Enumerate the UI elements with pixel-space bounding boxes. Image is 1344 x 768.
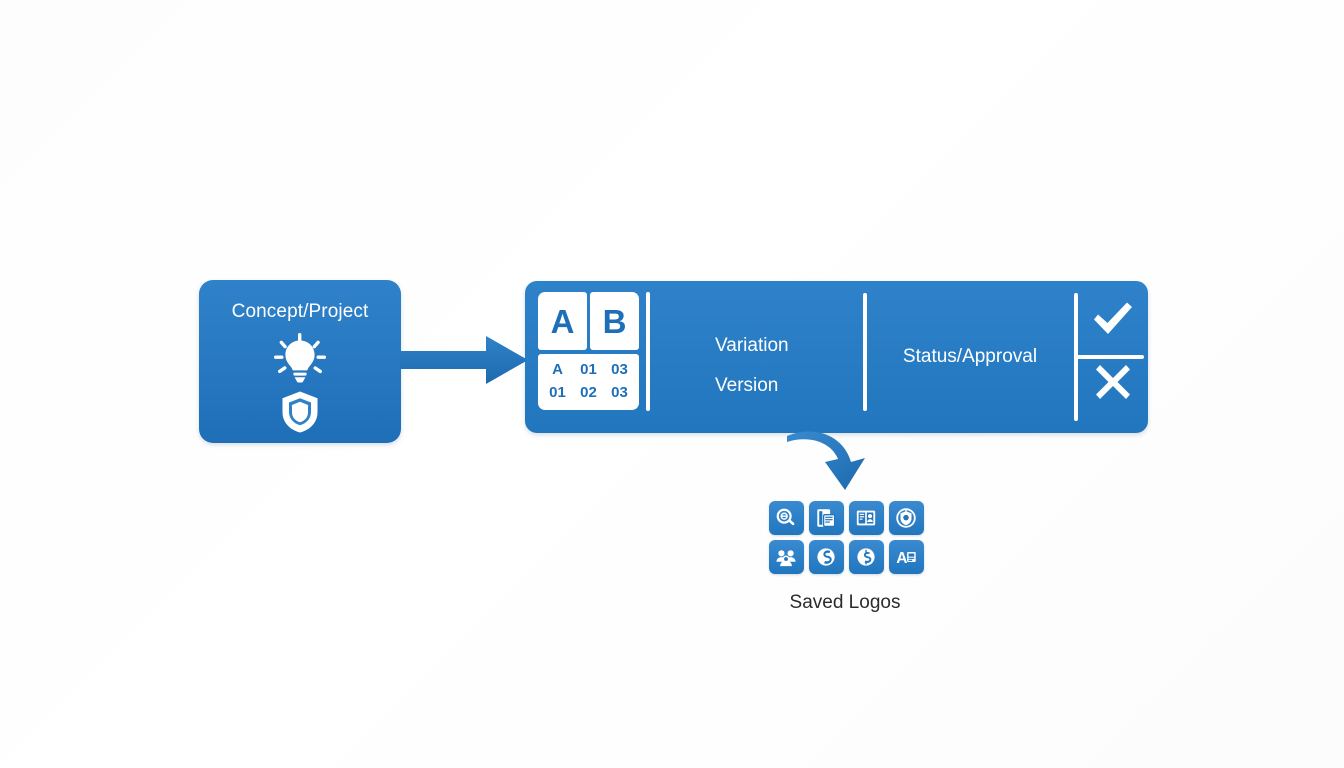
saved-logos-grid: A xyxy=(766,498,926,576)
globe-swirl-icon[interactable] xyxy=(808,539,844,574)
shield-icon xyxy=(280,390,320,439)
variation-label: Variation xyxy=(715,335,789,356)
ab-variation-cells: A B xyxy=(538,292,639,350)
grid-cell: 03 xyxy=(611,384,628,401)
version-label: Version xyxy=(715,375,779,396)
grid-cell: 01 xyxy=(580,361,597,378)
divider-after-grid xyxy=(646,292,650,411)
variation-cell-b[interactable]: B xyxy=(590,292,639,350)
table-row: 01 02 03 xyxy=(538,381,639,404)
letter-a-card-icon[interactable]: A xyxy=(888,539,924,574)
variation-cell-a[interactable]: A xyxy=(538,292,587,350)
document-copy-icon[interactable] xyxy=(808,500,844,535)
version-number-grid: A 01 03 01 02 03 xyxy=(538,354,639,410)
concept-project-card[interactable]: Concept/Project xyxy=(199,280,401,443)
grid-cell: A xyxy=(552,361,563,378)
table-row: A 01 03 xyxy=(538,358,639,381)
saved-logos-caption: Saved Logos xyxy=(789,592,901,613)
dollar-coin-icon[interactable] xyxy=(848,539,884,574)
saved-logo-tile-3[interactable] xyxy=(846,498,886,537)
cross-icon[interactable] xyxy=(1094,363,1132,406)
grid-cell: 01 xyxy=(549,384,566,401)
saved-logo-tile-5[interactable] xyxy=(766,537,806,576)
saved-logo-tile-4[interactable] xyxy=(886,498,926,537)
saved-logo-tile-7[interactable] xyxy=(846,537,886,576)
flow-arrow-right xyxy=(400,334,530,386)
grid-cell: 02 xyxy=(580,384,597,401)
saved-logo-tile-1[interactable] xyxy=(766,498,806,537)
target-shield-icon[interactable] xyxy=(888,500,924,535)
approval-column xyxy=(1074,293,1148,421)
saved-logo-tile-6[interactable] xyxy=(806,537,846,576)
curved-arrow-down xyxy=(785,428,885,494)
open-book-icon[interactable] xyxy=(848,500,884,535)
variation-version-status-bar[interactable]: A B A 01 03 01 02 03 Variation Version S… xyxy=(525,281,1148,433)
concept-project-title: Concept/Project xyxy=(231,301,369,322)
grid-cell: 03 xyxy=(611,361,628,378)
saved-logo-tile-2[interactable] xyxy=(806,498,846,537)
divider-before-status xyxy=(863,293,867,411)
variation-version-labels: Variation Version xyxy=(715,326,789,406)
magnifier-search-icon[interactable] xyxy=(768,500,804,535)
lightbulb-icon xyxy=(273,333,327,390)
svg-text:A: A xyxy=(896,550,907,567)
status-approval-label: Status/Approval xyxy=(902,346,1038,367)
divider-between-approve-reject xyxy=(1074,355,1144,359)
people-group-icon[interactable] xyxy=(768,539,804,574)
saved-logo-tile-8[interactable]: A xyxy=(886,537,926,576)
check-icon[interactable] xyxy=(1090,299,1136,344)
